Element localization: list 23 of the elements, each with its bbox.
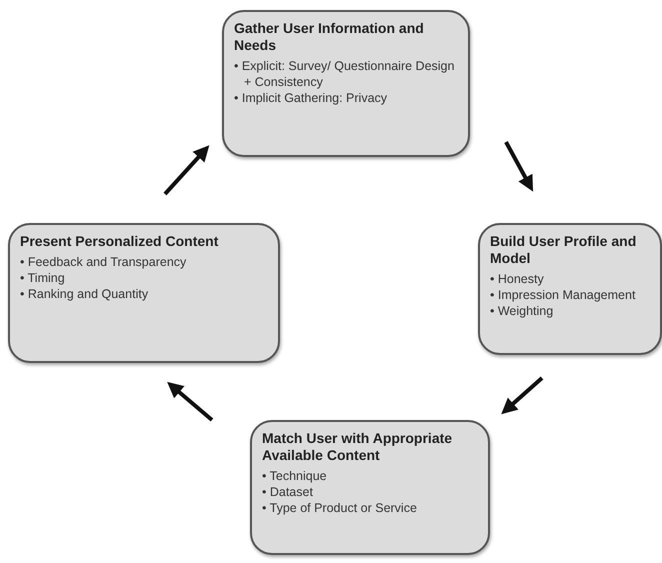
bullet-item: • Type of Product or Service bbox=[262, 500, 418, 516]
process-box bbox=[250, 420, 490, 555]
box-heading: Gather User Information and Needs bbox=[234, 20, 425, 54]
arrow bbox=[164, 145, 210, 196]
bullet-item: • Weighting bbox=[490, 303, 554, 319]
bullet-item: • Impression Management bbox=[490, 287, 636, 303]
bullet-item: • Explicit: Survey/ Questionnaire Design + Consistency bbox=[234, 58, 456, 90]
bullet-item: • Timing bbox=[20, 270, 66, 286]
bullet-item: • Honesty bbox=[490, 271, 545, 287]
box-heading: Present Personalized Content bbox=[20, 233, 220, 250]
bullet-item: • Feedback and Transparency bbox=[20, 254, 188, 270]
bullet-item: • Ranking and Quantity bbox=[20, 286, 150, 302]
arrow bbox=[504, 141, 534, 192]
bullet-item: • Technique bbox=[262, 468, 328, 484]
process-box bbox=[478, 223, 662, 355]
box-heading: Match User with Appropriate Available Content bbox=[262, 430, 454, 464]
arrow bbox=[167, 382, 214, 422]
process-box bbox=[222, 10, 470, 157]
arrow bbox=[501, 376, 544, 414]
bullet-item: • Implicit Gathering: Privacy bbox=[234, 90, 388, 106]
process-box bbox=[8, 223, 280, 363]
bullet-item: • Dataset bbox=[262, 484, 314, 500]
box-heading: Build User Profile and Model bbox=[490, 233, 638, 267]
